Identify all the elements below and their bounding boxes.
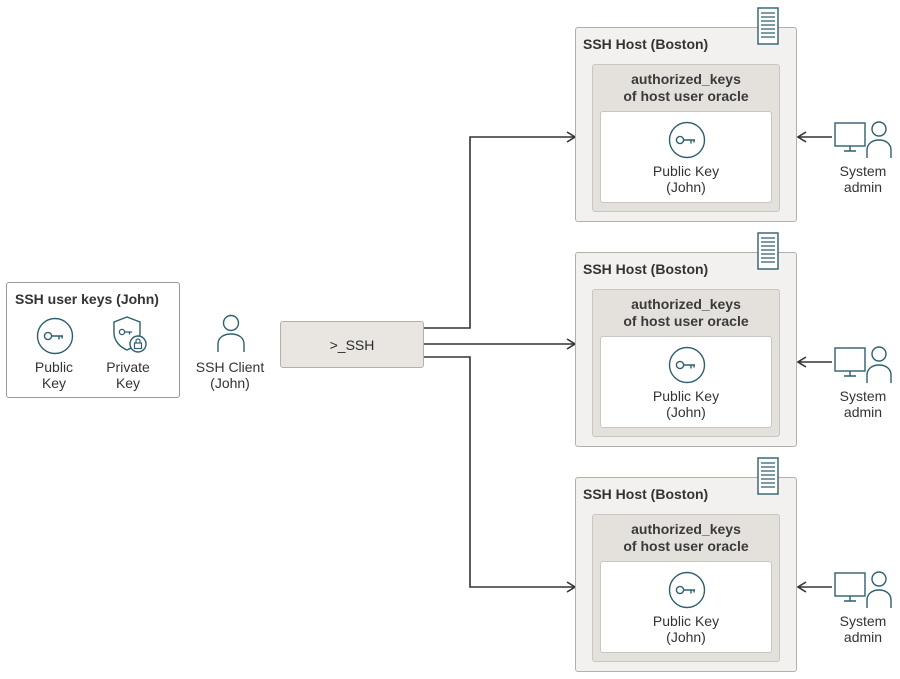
ssh-user-keys-title: SSH user keys (John) bbox=[15, 291, 159, 307]
system-admin-icon bbox=[834, 346, 892, 383]
authorized-keys-box: authorized_keys of host user oracle Publ… bbox=[592, 514, 780, 662]
private-key-label: Private Key bbox=[106, 359, 150, 391]
ssh-client-label: SSH Client (John) bbox=[195, 359, 265, 391]
server-icon bbox=[757, 7, 779, 45]
key-icon bbox=[668, 571, 706, 609]
public-key-label: Public Key (John) bbox=[652, 388, 720, 420]
public-key-label: Public Key bbox=[34, 359, 74, 391]
key-icon bbox=[668, 121, 706, 159]
ssh-host-3: SSH Host (Boston) authorized_keys of hos… bbox=[575, 477, 797, 672]
connector-to-host-1 bbox=[424, 137, 575, 329]
system-admin-label: System admin bbox=[839, 163, 887, 195]
host-title: SSH Host (Boston) bbox=[583, 36, 709, 52]
ssh-user-keys-box: SSH user keys (John) Public Key Private … bbox=[6, 282, 180, 398]
system-admin-icon bbox=[834, 121, 892, 158]
ssh-command-box: >_SSH bbox=[280, 321, 424, 368]
host-title: SSH Host (Boston) bbox=[583, 261, 709, 277]
connector-to-host-3 bbox=[424, 356, 575, 587]
authorized-keys-title: authorized_keys of host user oracle bbox=[623, 521, 749, 554]
authorized-keys-box: authorized_keys of host user oracle Publ… bbox=[592, 289, 780, 437]
public-key-card: Public Key (John) bbox=[600, 336, 772, 428]
system-admin-icon bbox=[834, 571, 892, 608]
public-key-label: Public Key (John) bbox=[652, 613, 720, 645]
system-admin-label: System admin bbox=[839, 613, 887, 645]
ssh-command-label: >_SSH bbox=[329, 336, 375, 353]
system-admin-label: System admin bbox=[839, 388, 887, 420]
authorized-keys-box: authorized_keys of host user oracle Publ… bbox=[592, 64, 780, 212]
host-title: SSH Host (Boston) bbox=[583, 486, 709, 502]
ssh-host-1: SSH Host (Boston) authorized_keys of hos… bbox=[575, 27, 797, 222]
public-key-card: Public Key (John) bbox=[600, 111, 772, 203]
authorized-keys-title: authorized_keys of host user oracle bbox=[623, 296, 749, 329]
user-icon bbox=[217, 314, 245, 352]
ssh-host-2: SSH Host (Boston) authorized_keys of hos… bbox=[575, 252, 797, 447]
public-key-card: Public Key (John) bbox=[600, 561, 772, 653]
authorized-keys-title: authorized_keys of host user oracle bbox=[623, 71, 749, 104]
public-key-label: Public Key (John) bbox=[652, 163, 720, 195]
key-icon bbox=[36, 317, 74, 355]
server-icon bbox=[757, 232, 779, 270]
shield-lock-icon bbox=[113, 316, 147, 353]
key-icon bbox=[668, 346, 706, 384]
server-icon bbox=[757, 457, 779, 495]
